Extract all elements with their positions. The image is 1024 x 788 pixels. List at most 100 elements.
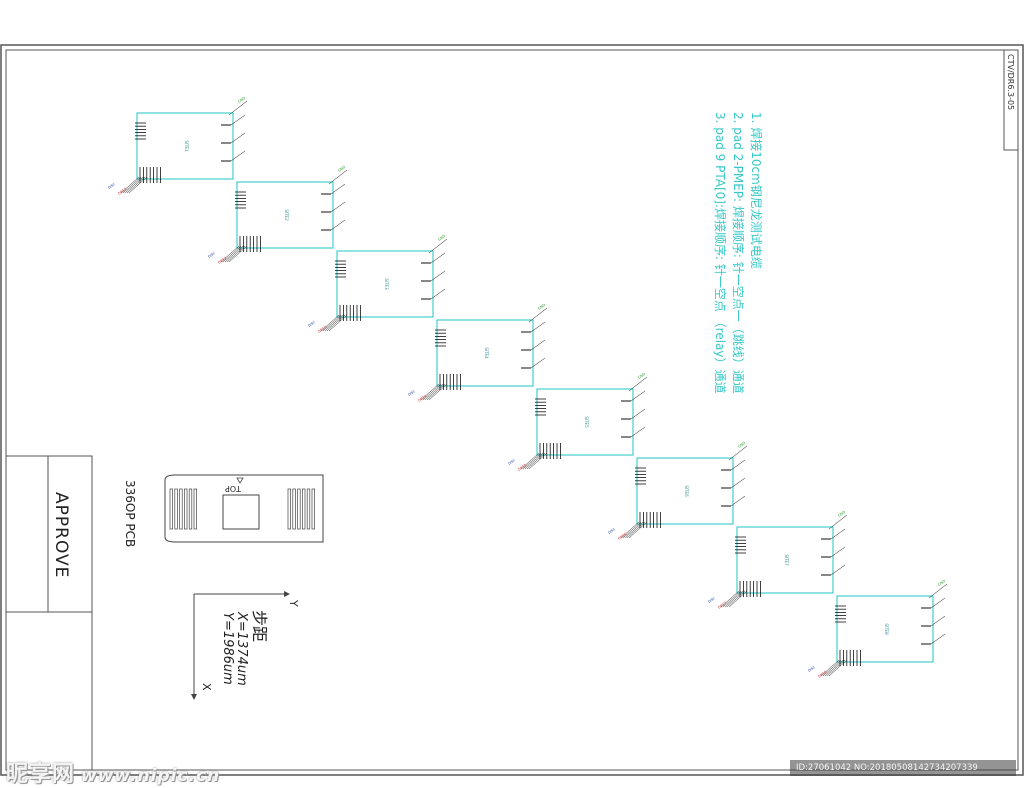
pitch-y-value: Y=1986um [220,612,235,685]
leader-line [230,132,246,144]
wire [424,383,444,401]
inner-frame [5,49,1019,771]
wire [620,521,640,539]
site-block-label: SITE4 [484,347,489,359]
wire [728,590,748,608]
wire [720,590,740,608]
pcb-slot [174,488,178,530]
wire [528,452,548,470]
leader-line [630,390,646,402]
wire [124,176,144,194]
leader-line [930,633,946,645]
wire [824,659,844,677]
red-pin-label: DRE1 [117,187,127,196]
wire [224,245,244,263]
pcb-slot [188,488,193,530]
watermark-url: www.nipic.cn [81,766,221,786]
site-block-label: SITE6 [684,485,689,497]
pcb-top-label: TOP [225,484,242,493]
leader-line [230,150,246,162]
leader-line [528,307,548,323]
wire [626,521,646,539]
wire [622,521,642,539]
wire [828,659,848,677]
wire [420,383,440,401]
site-block-outline [736,526,834,594]
pcb-label: 336OP PCB [123,480,137,547]
watermark-logo-text: 昵享网 [6,762,76,787]
pcb-slot [297,488,301,530]
wire [120,176,140,194]
pcb-center-window [222,494,260,530]
blue-pin-label: DISC [607,527,616,535]
leader-line [930,597,946,609]
pcb-slot [169,488,173,530]
wire [322,314,342,332]
pitch-title: 步距 [250,610,269,642]
leader-line [630,426,646,438]
wire [628,521,648,539]
wire [526,452,546,470]
green-pin-label: GND [537,303,546,311]
wire [228,245,248,263]
leader-line [830,564,846,576]
site-block-label: SITE7 [784,554,789,566]
leader-line [428,238,448,254]
red-pin-label: DRE8 [817,670,827,679]
leader-line [730,477,746,489]
green-pin-label: GND [237,96,246,104]
leader-line [430,270,446,282]
red-pin-label: DRE3 [317,325,327,334]
pcb-slot [179,488,183,530]
leader-line [330,201,346,213]
red-pin-label: DRE2 [217,256,227,265]
top-arrow-icon [236,477,244,484]
pitch-x-value: X=1374um [234,611,249,686]
pcb-slots-right [287,488,315,530]
pitch-axis-y: Y [287,599,300,607]
leader-line [730,459,746,471]
wire [328,314,348,332]
site-block-label: SITE2 [284,209,289,221]
pcb-slot [302,488,306,530]
wire [324,314,344,332]
wire [522,452,542,470]
axis-y-arrow-icon [284,591,290,597]
red-pin-label: DRE6 [617,532,627,541]
site-block-outline [436,319,534,387]
wire [724,590,744,608]
site-block-outline [636,457,734,525]
leader-line [830,528,846,540]
wire [220,245,240,263]
wire [722,590,742,608]
wire [226,245,246,263]
wire [428,383,448,401]
wire [726,590,746,608]
green-pin-label: GND [437,234,446,242]
blue-pin-label: DISC [107,182,116,190]
red-pin-label: DRE7 [717,601,727,610]
wire [422,383,442,401]
site-block-label: SITE1 [184,140,189,152]
leader-line [430,288,446,300]
wire [128,176,148,194]
red-pin-label: DRE5 [517,463,527,472]
note-3: 3. pad 9 PTA[0]:焊接顺序: 针一空点 （relay）通道 [713,112,728,394]
wire [320,314,340,332]
blue-pin-label: DISC [307,320,316,328]
site-block-outline [536,388,634,456]
leader-line [628,376,648,392]
wire [826,659,846,677]
blue-pin-label: DISC [207,251,216,259]
green-pin-label: GND [637,372,646,380]
wire [222,245,242,263]
leader-line [530,357,546,369]
leader-line [930,615,946,627]
pcb-slot [311,488,315,530]
